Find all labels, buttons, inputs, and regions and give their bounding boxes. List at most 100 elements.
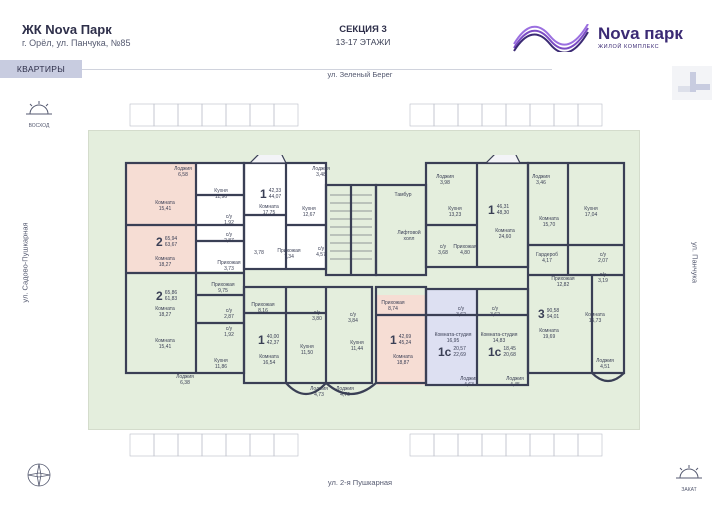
apt-fill-9[interactable] bbox=[427, 289, 477, 385]
apartment-g-area-total: 20,57 bbox=[453, 346, 466, 352]
room-label-4: с/у 1,92 bbox=[224, 214, 234, 226]
room-label-36: Прихожая 4,80 bbox=[453, 244, 477, 256]
apartment-b-rooms: 2 bbox=[156, 289, 163, 303]
parking-row-top bbox=[129, 103, 603, 127]
apartment-h-area-total: 18,45 bbox=[503, 346, 516, 352]
room-label-44: с/у 3,19 bbox=[598, 272, 608, 284]
apt-fill-2[interactable] bbox=[126, 225, 196, 273]
tab-apartments[interactable]: КВАРТИРЫ bbox=[0, 60, 82, 78]
apartment-e[interactable]: 1 42,69 45,24 bbox=[390, 334, 411, 346]
room-label-30: Кухня 11,44 bbox=[350, 340, 364, 352]
logo-word: Nova парк bbox=[598, 24, 683, 43]
room-label-41: Гардероб 4,17 bbox=[536, 252, 558, 264]
apartment-i[interactable]: 3 90,58 94,01 bbox=[538, 308, 559, 320]
street-top: ул. Зеленый Берег bbox=[327, 70, 393, 79]
room-label-40: Кухня 17,04 bbox=[584, 206, 598, 218]
room-label-17: Лоджия 3,48 bbox=[312, 166, 330, 178]
apartment-b-area-living: 61,83 bbox=[164, 296, 178, 302]
room-label-47: Лоджия 4,51 bbox=[596, 358, 614, 370]
apartment-b-area-total: 65,86 bbox=[164, 290, 178, 296]
room-label-2: Кухня 11,96 bbox=[214, 188, 228, 200]
room-label-51: с/у 3,62 bbox=[490, 306, 500, 318]
apartment-d-rooms: 1 bbox=[258, 333, 265, 347]
apartment-a-area-living: 63,67 bbox=[164, 242, 178, 248]
room-label-8: 3,78 bbox=[254, 250, 264, 256]
room-label-46: Комната 19,69 bbox=[539, 328, 559, 340]
street-bottom: ул. 2-я Пушкарная bbox=[327, 478, 393, 487]
street-left: ул. Садово-Пушкарная bbox=[20, 222, 30, 303]
room-label-38: Лоджия 3,46 bbox=[532, 174, 550, 186]
room-label-25: Кухня 11,50 bbox=[300, 344, 314, 356]
page-title: ЖК Nova Парк bbox=[22, 22, 112, 37]
apartment-e-rooms: 1 bbox=[390, 333, 397, 347]
east-label: ВОСХОД bbox=[28, 123, 50, 129]
floor-plan bbox=[124, 155, 626, 396]
apartment-a[interactable]: 2 65,94 63,67 bbox=[156, 236, 177, 248]
room-label-11: с/у 2,87 bbox=[224, 308, 234, 320]
room-label-37: Комната 24,60 bbox=[495, 228, 515, 240]
room-label-20: с/у 4,57 bbox=[316, 246, 326, 258]
room-label-14: Кухня 11,86 bbox=[214, 358, 228, 370]
header-divider bbox=[82, 69, 552, 70]
apt-fill-1[interactable] bbox=[126, 163, 196, 225]
apt-fill-4[interactable] bbox=[196, 163, 244, 271]
apartment-g-rooms: 1с bbox=[438, 345, 452, 359]
room-label-49: Комната-студия 16,95 bbox=[434, 332, 472, 344]
room-label-5: с/у 2,87 bbox=[224, 232, 234, 244]
room-label-42: Прихожая 12,82 bbox=[551, 276, 575, 288]
apt-fill-8[interactable] bbox=[477, 163, 527, 267]
apt-fill-3[interactable] bbox=[126, 273, 196, 373]
compass-rose-icon bbox=[26, 462, 52, 493]
room-label-45: Комната 15,73 bbox=[585, 312, 605, 324]
room-label-16: Комната 17,75 bbox=[259, 204, 279, 216]
apartment-h-area-living: 20,68 bbox=[503, 352, 516, 358]
apartment-f[interactable]: 1 46,31 48,30 bbox=[488, 204, 509, 216]
logo-sub: ЖИЛОЙ КОМПЛЕКС bbox=[598, 44, 660, 50]
room-label-7: Прихожая 3,73 bbox=[217, 260, 241, 272]
room-label-34: Кухня 13,23 bbox=[448, 206, 462, 218]
address: г. Орёл, ул. Панчука, №85 bbox=[22, 38, 131, 48]
room-label-29: с/у 3,84 bbox=[348, 312, 358, 324]
apartment-c[interactable]: 1 42,33 44,07 bbox=[260, 188, 281, 200]
room-label-23: Прихожая 8,16 bbox=[251, 302, 275, 314]
apartment-b[interactable]: 2 65,86 61,83 bbox=[156, 290, 177, 302]
room-label-3: Комната 15,41 bbox=[155, 200, 175, 212]
room-label-53: Лоджия 4,45 bbox=[506, 376, 524, 388]
apartment-e-area-total: 42,69 bbox=[398, 334, 412, 340]
room-label-48: с/у 3,62 bbox=[456, 306, 466, 318]
apartment-e-area-living: 45,24 bbox=[398, 340, 412, 346]
apartment-c-area-living: 44,07 bbox=[268, 194, 282, 200]
apartment-f-area-total: 46,31 bbox=[496, 204, 510, 210]
apartment-f-area-living: 48,30 bbox=[496, 210, 510, 216]
room-label-22: Лифтовой холл bbox=[397, 230, 421, 242]
room-label-52: Комната-студия 14,83 bbox=[480, 332, 518, 344]
apartment-c-rooms: 1 bbox=[260, 187, 267, 201]
sunrise-compass: ВОСХОД bbox=[24, 100, 54, 129]
apartment-f-rooms: 1 bbox=[488, 203, 495, 217]
room-label-33: Лоджия 3,98 bbox=[436, 174, 454, 186]
logo: Nova парк ЖИЛОЙ КОМПЛЕКС bbox=[512, 23, 702, 54]
apartment-d-area-living: 42,37 bbox=[266, 340, 280, 346]
room-label-9: Комната 18,27 bbox=[155, 306, 175, 318]
apartment-d[interactable]: 1 40,00 42,37 bbox=[258, 334, 279, 346]
room-label-1: Лоджия 6,58 bbox=[174, 166, 192, 178]
room-label-10: Прихожая 9,75 bbox=[211, 282, 235, 294]
room-label-50: Лоджия 4,63 bbox=[460, 376, 478, 388]
apartment-h[interactable]: 1с 18,45 20,68 bbox=[488, 346, 516, 358]
sunrise-icon bbox=[26, 101, 52, 115]
room-label-18: Кухня 12,67 bbox=[302, 206, 316, 218]
room-label-12: с/у 1,92 bbox=[224, 326, 234, 338]
apartment-i-area-total: 90,58 bbox=[546, 308, 560, 314]
apartment-g[interactable]: 1с 20,57 22,69 bbox=[438, 346, 466, 358]
apt-fill-10[interactable] bbox=[477, 289, 527, 385]
room-label-6: Комната 18,27 bbox=[155, 256, 175, 268]
street-right: ул. Панчука bbox=[690, 241, 700, 284]
room-label-35: с/у 3,68 bbox=[438, 244, 448, 256]
sunset-icon bbox=[676, 465, 702, 479]
room-label-13: Комната 15,41 bbox=[155, 338, 175, 350]
apartment-i-rooms: 3 bbox=[538, 307, 545, 321]
apt-fill-7[interactable] bbox=[427, 163, 477, 267]
section-label: СЕКЦИЯ 3 bbox=[339, 24, 387, 35]
parking-row-bottom bbox=[129, 433, 603, 457]
room-label-32: Лоджия 4,70 bbox=[336, 386, 354, 398]
